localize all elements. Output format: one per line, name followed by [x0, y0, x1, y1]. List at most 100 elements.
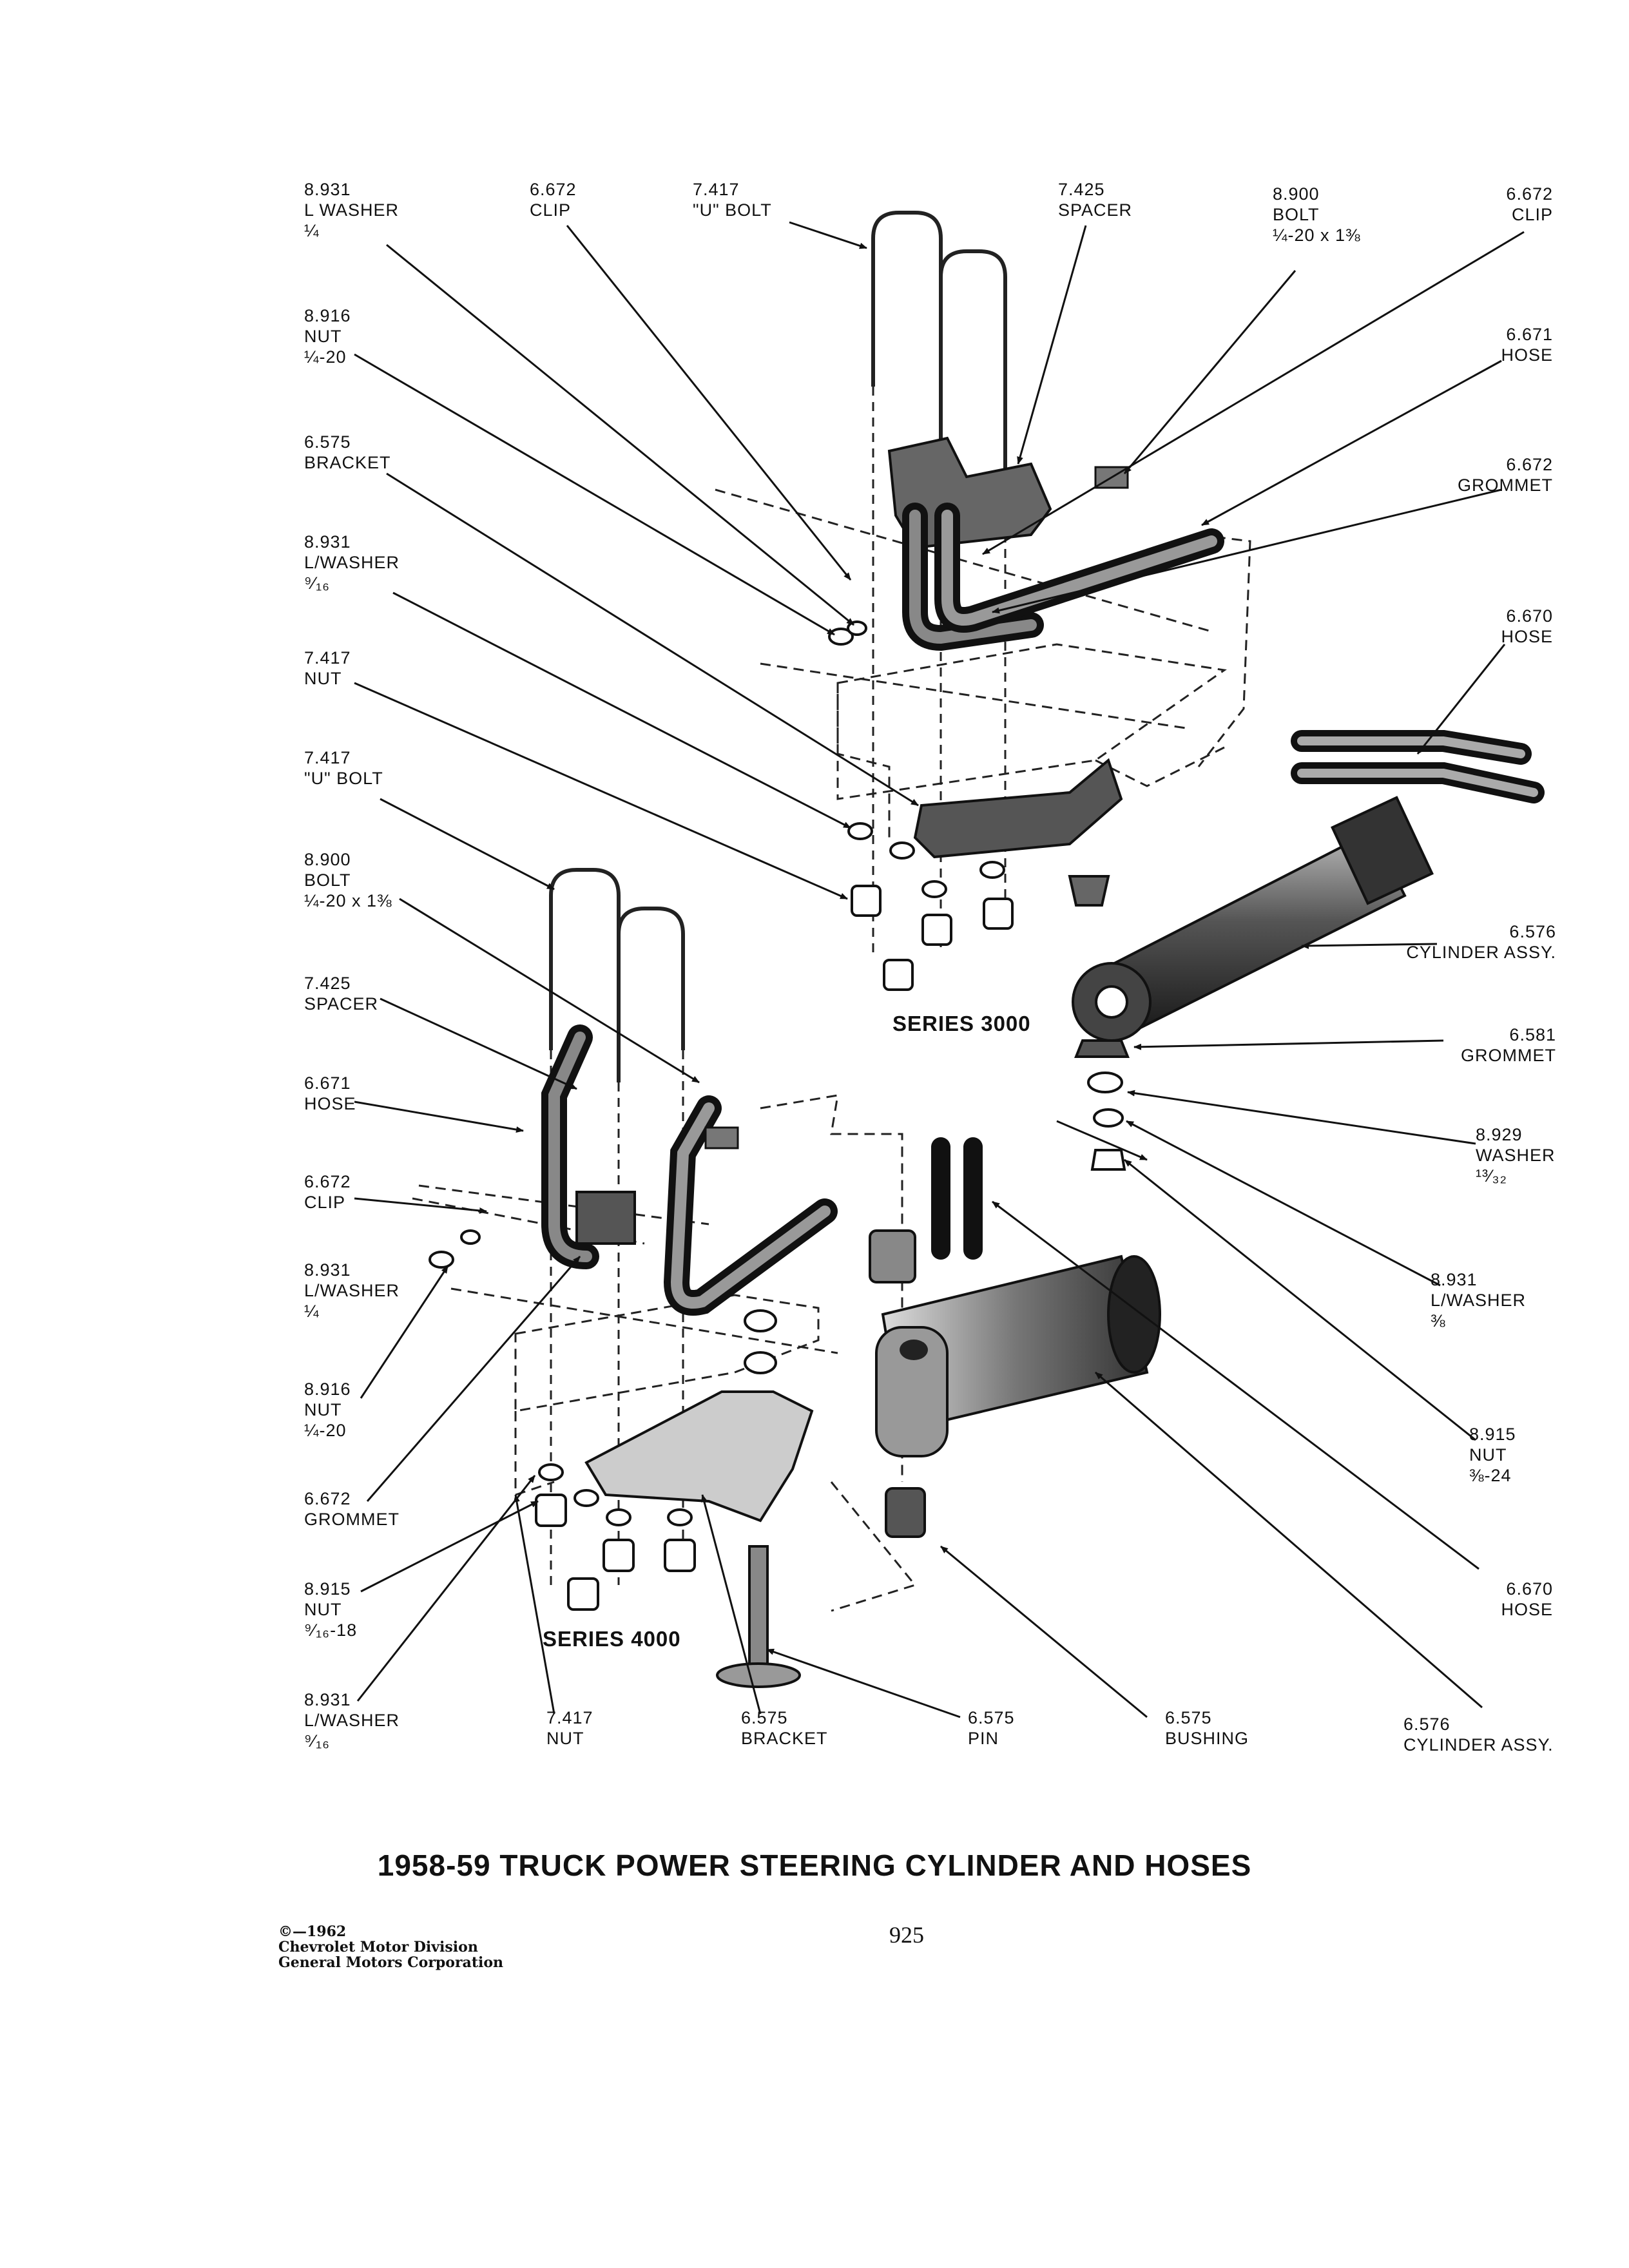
- part-name: HOSE: [1501, 627, 1553, 646]
- u-bolt-3000: [871, 211, 1007, 496]
- part-number: 8.931: [304, 532, 351, 552]
- part-name: L/WASHER: [304, 1711, 400, 1730]
- part-number: 7.417: [693, 180, 740, 199]
- part-number: 8.916: [304, 1379, 351, 1399]
- part-size: ⁹⁄₁₆: [304, 1731, 331, 1751]
- part-number: 6.581: [1509, 1025, 1556, 1044]
- part-name: BOLT: [304, 870, 351, 890]
- part-name: SPACER: [304, 994, 379, 1014]
- series-3000-label: SERIES 3000: [892, 1012, 1031, 1035]
- part-name: CYLINDER ASSY.: [1406, 943, 1556, 962]
- part-number: 8.900: [304, 850, 351, 869]
- part-name: NUT: [1469, 1445, 1507, 1465]
- part-size: ¼-20: [304, 1421, 347, 1440]
- part-name: L/WASHER: [304, 553, 400, 572]
- part-number: 7.417: [546, 1708, 593, 1727]
- grommets-3000: [1068, 875, 1130, 1171]
- cylinder-assy-3000: [1072, 796, 1434, 1042]
- part-size: ¼: [304, 221, 320, 240]
- part-number: 6.672: [304, 1489, 351, 1508]
- part-number: 6.671: [304, 1073, 351, 1093]
- part-size: ⅜: [1431, 1311, 1446, 1331]
- part-name: BRACKET: [741, 1729, 828, 1748]
- series-4000-label: SERIES 4000: [543, 1627, 681, 1651]
- part-size: ¼-20: [304, 347, 347, 367]
- part-name: PIN: [968, 1729, 999, 1748]
- part-name: CYLINDER ASSY.: [1403, 1735, 1554, 1754]
- part-number: 6.576: [1403, 1715, 1451, 1734]
- part-name: GROMMET: [1458, 476, 1553, 495]
- part-name: CLIP: [1511, 205, 1553, 224]
- bolt-8900-lower: [704, 1126, 739, 1149]
- part-number: 6.575: [741, 1708, 788, 1727]
- part-number: 8.900: [1273, 184, 1320, 204]
- part-name: L/WASHER: [1431, 1291, 1527, 1310]
- part-name: NUT: [304, 327, 342, 346]
- hose-3000: [902, 503, 1545, 803]
- part-name: HOSE: [304, 1094, 356, 1113]
- bushings-4000: [716, 1229, 926, 1688]
- part-size: ¼-20 x 1⅜: [304, 891, 392, 910]
- part-number: 6.670: [1506, 1579, 1553, 1599]
- part-size: ⁹⁄₁₆-18: [304, 1620, 358, 1640]
- spacer-4000: [575, 1191, 636, 1245]
- part-name: NUT: [304, 1600, 342, 1619]
- part-number: 8.929: [1476, 1125, 1523, 1144]
- part-size: ¼-20 x 1⅜: [1273, 226, 1361, 245]
- part-name: NUT: [304, 669, 342, 688]
- part-number: 6.575: [1165, 1708, 1212, 1727]
- part-number: 7.425: [304, 974, 351, 993]
- part-size: ¼: [304, 1302, 320, 1321]
- part-name: "U" BOLT: [693, 200, 772, 220]
- part-number: 8.931: [1431, 1270, 1478, 1289]
- part-name: NUT: [304, 1400, 342, 1419]
- part-name: CLIP: [530, 200, 572, 220]
- part-name: BOLT: [1273, 205, 1320, 224]
- part-number: 6.670: [1506, 606, 1553, 626]
- part-name: NUT: [546, 1729, 584, 1748]
- series-4000-assembly: [412, 868, 1161, 1688]
- callout-label-7417-u-bolt-left: 7.417"U" BOLT: [304, 747, 383, 789]
- part-number: 8.931: [304, 180, 351, 199]
- part-size: ⅜-24: [1469, 1466, 1512, 1485]
- part-name: GROMMET: [304, 1510, 400, 1529]
- part-number: 6.672: [530, 180, 577, 199]
- page-title: 1958-59 TRUCK POWER STEERING CYLINDER AN…: [377, 1849, 1252, 1882]
- part-number: 8.915: [304, 1579, 351, 1599]
- frame-rail-lower: [412, 1094, 917, 1612]
- part-name: HOSE: [1501, 1600, 1553, 1619]
- bracket-3000: [913, 758, 1123, 859]
- hose-4000: [541, 1024, 983, 1316]
- callout-label-7417-u-bolt: 7.417"U" BOLT: [693, 179, 772, 220]
- copyright-division: Chevrolet Motor Division: [278, 1939, 478, 1956]
- part-name: SPACER: [1058, 200, 1133, 220]
- cylinder-assy-4000: [875, 1254, 1161, 1457]
- part-name: CLIP: [304, 1193, 346, 1212]
- part-number: 8.916: [304, 306, 351, 325]
- leader-lines: [354, 221, 1525, 1718]
- part-name: BRACKET: [304, 453, 391, 472]
- part-number: 7.417: [304, 748, 351, 767]
- part-number: 6.575: [304, 432, 351, 452]
